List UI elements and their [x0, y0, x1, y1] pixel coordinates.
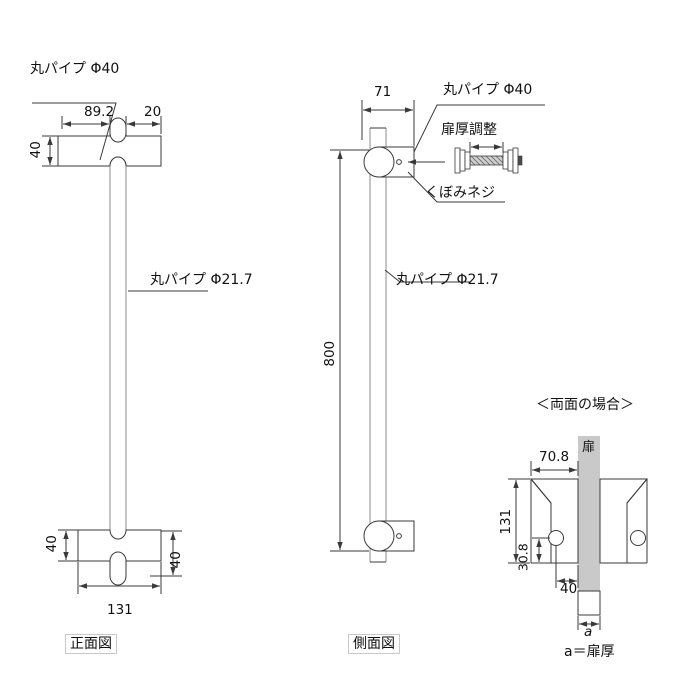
dim-40-bottom-left: [58, 529, 78, 562]
front-callout-leader-top: [32, 102, 117, 161]
side-callout-pipe21: 丸パイプ Φ21.7: [396, 272, 499, 288]
dim-71: [361, 100, 415, 146]
dim-a: [577, 616, 601, 630]
detail-view-geometry: [529, 436, 649, 616]
detail-note-a-equals-door-thickness: a＝扉厚: [564, 644, 615, 660]
front-view-geometry: [57, 117, 162, 586]
detail-dim-70-8: 70.8: [539, 449, 570, 465]
detail-view-title: ＜両面の場合＞: [536, 397, 634, 413]
screw-detail: [454, 147, 523, 174]
front-callout-pipe40: 丸パイプ Φ40: [30, 61, 120, 77]
detail-dim-40: 40: [560, 581, 578, 597]
dim-40-bottom-right: [150, 530, 182, 577]
detail-dim-a: a: [584, 624, 593, 640]
dim-40-top: [42, 135, 58, 167]
front-callout-pipe21: 丸パイプ Φ21.7: [150, 272, 253, 288]
side-view-tag: 側面図: [348, 634, 400, 654]
front-dim-20: 20: [144, 104, 162, 120]
side-callout-pipe40: 丸パイプ Φ40: [443, 82, 533, 98]
side-dim-71: 71: [374, 84, 392, 100]
side-callout-door-adjust: 扉厚調整: [441, 122, 497, 138]
front-dim-40-bottom-left: 40: [43, 535, 60, 553]
dim-20: [125, 116, 162, 134]
dim-131-front: [77, 562, 162, 594]
detail-dim-30-8: 30.8: [515, 543, 531, 572]
side-callout-leaders: [384, 104, 545, 283]
dim-131-detail: [508, 478, 530, 564]
side-callout-set-screw: くぼみネジ: [425, 185, 495, 201]
dim-70-8: [530, 461, 579, 476]
front-view-tag: 正面図: [65, 634, 117, 654]
front-dim-40-bottom-right: 40: [167, 551, 184, 569]
dim-89-2: [61, 116, 111, 130]
front-dim-89-2: 89.2: [84, 104, 115, 120]
front-dim-40-top: 40: [27, 141, 44, 159]
side-dim-800: 800: [322, 340, 339, 367]
detail-dim-131: 131: [498, 508, 515, 535]
dim-800: [330, 149, 369, 552]
dim-40-detail: [555, 546, 579, 588]
dim-30-8: [532, 537, 550, 564]
dim-door-thickness-adjust: [469, 142, 504, 153]
detail-door-label: 扉: [582, 440, 596, 455]
front-dim-131: 131: [107, 602, 133, 618]
side-view-geometry: [363, 127, 415, 563]
